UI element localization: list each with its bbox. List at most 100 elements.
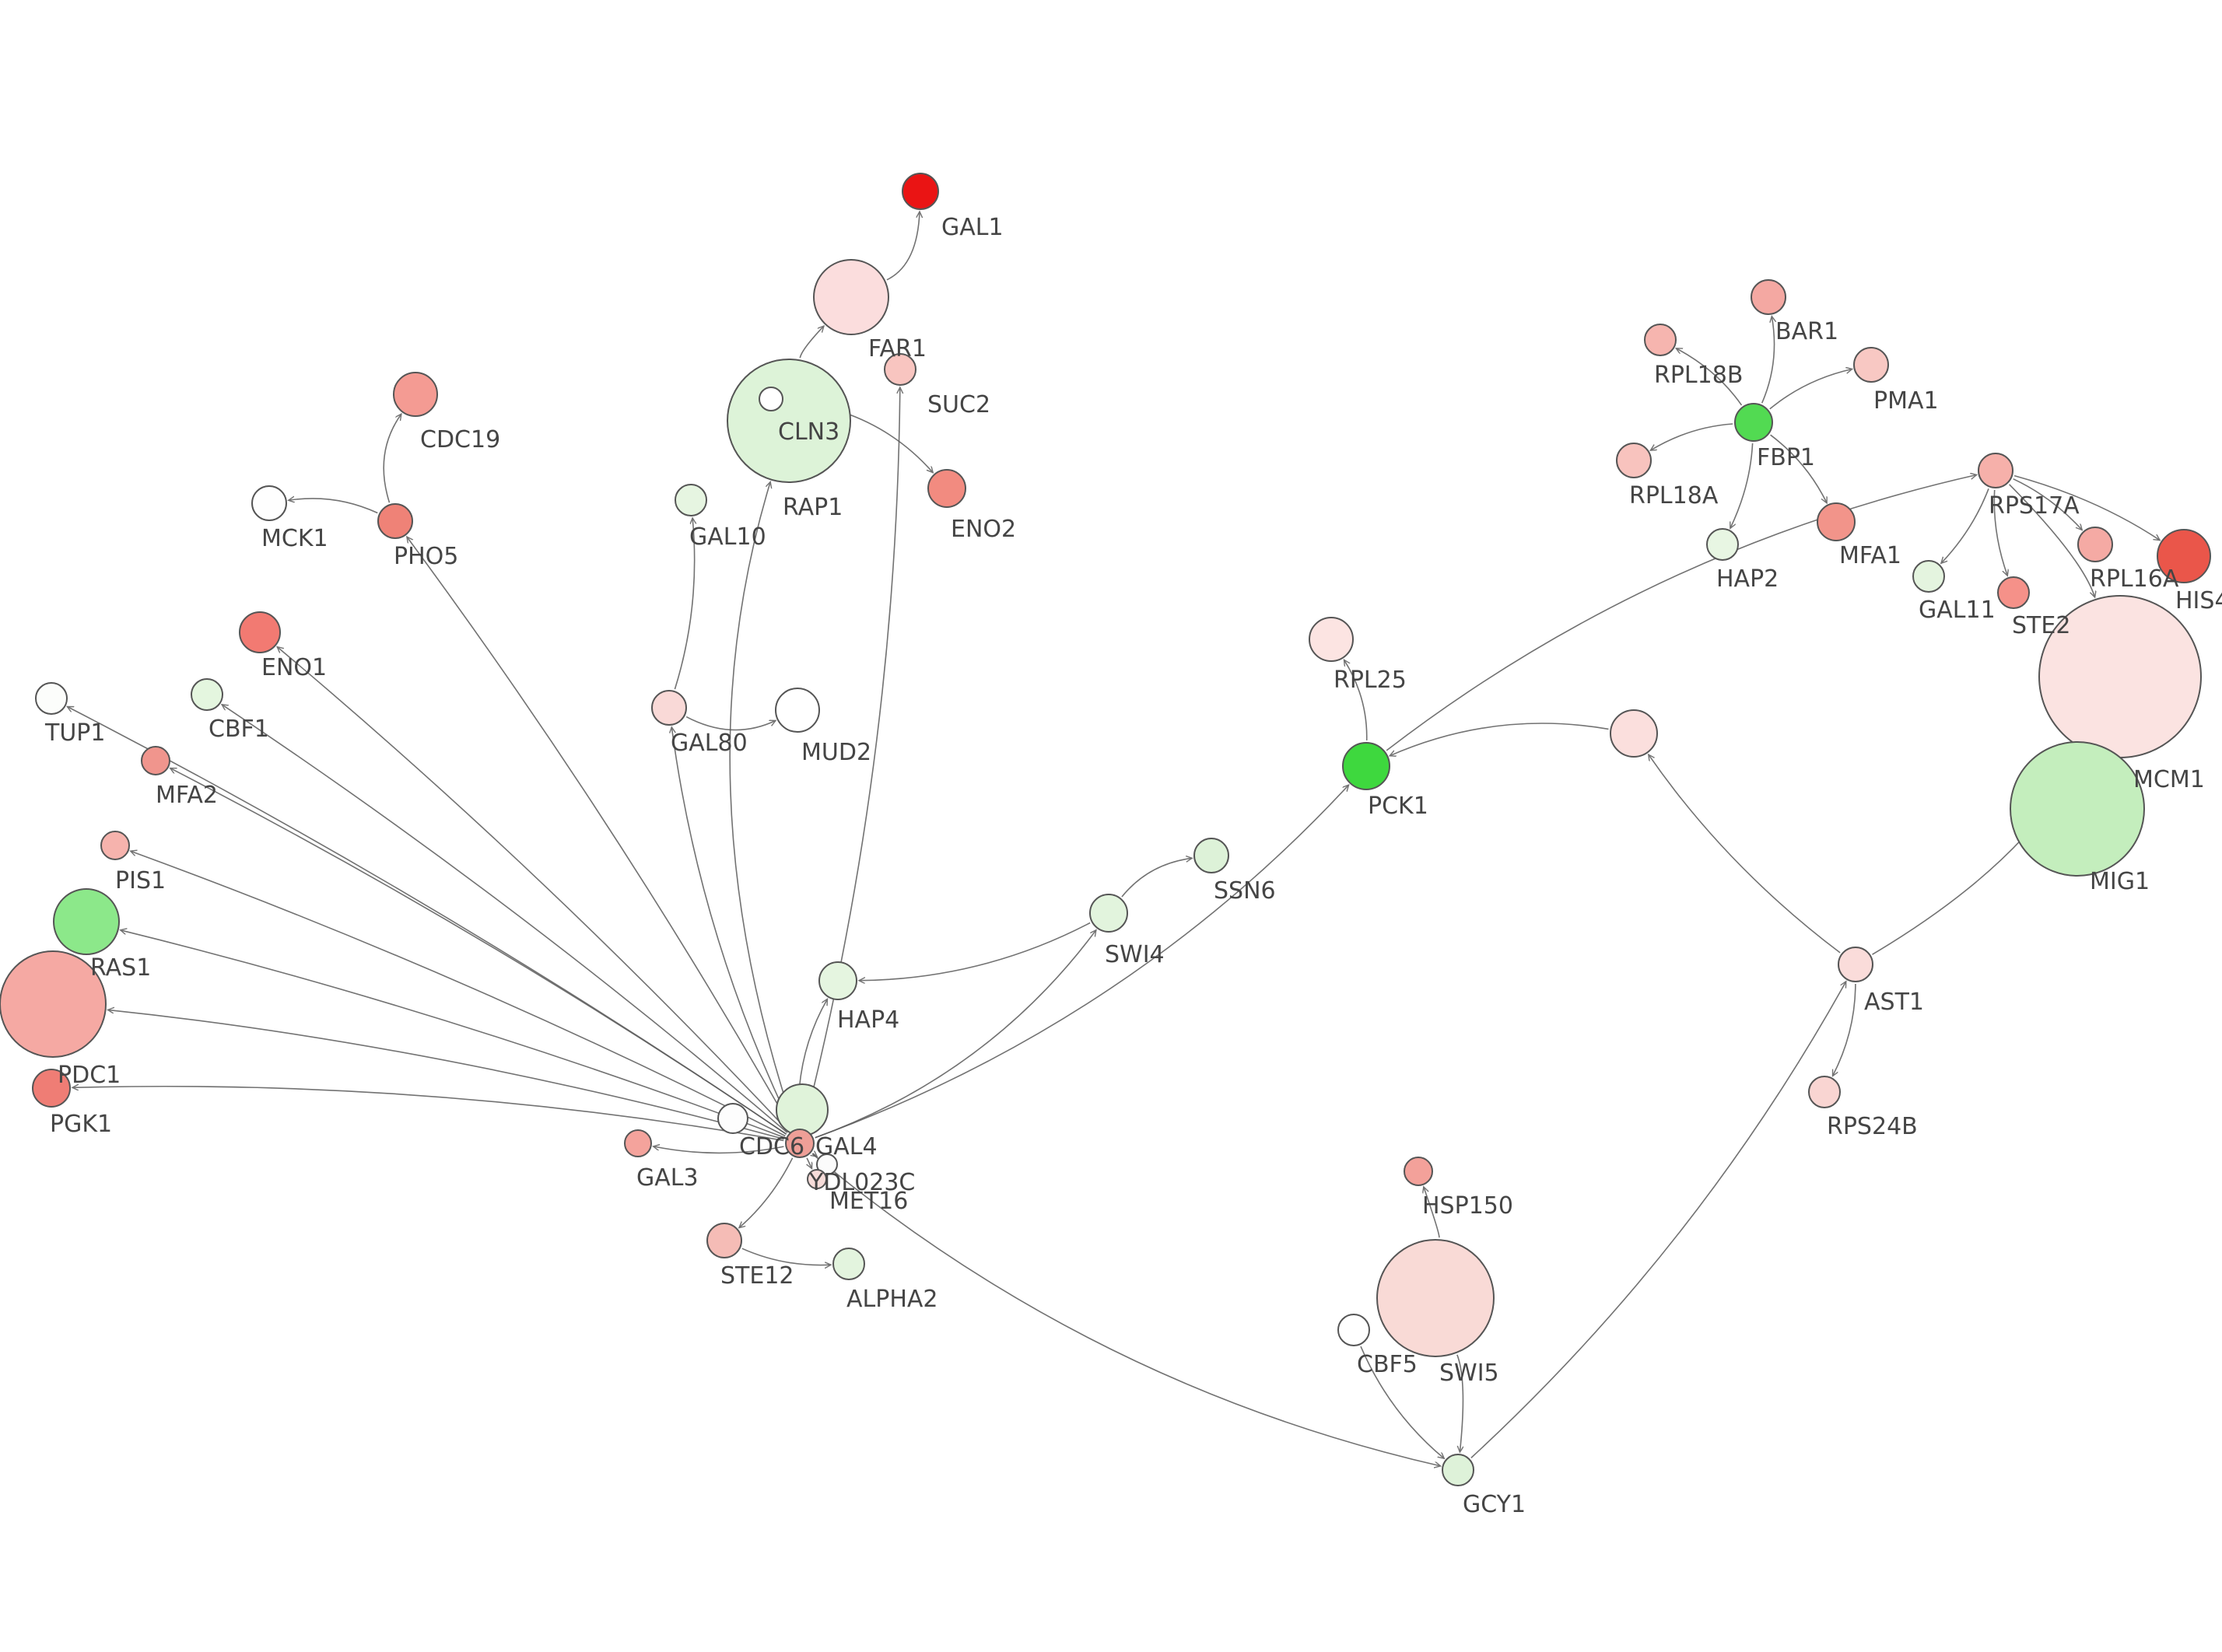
- node-label-ydl023c: YDL023C: [808, 1169, 915, 1196]
- node-label-cbf5: CBF5: [1357, 1351, 1418, 1378]
- node-mck1[interactable]: [251, 485, 287, 521]
- node-alpha2[interactable]: [832, 1248, 865, 1280]
- node-suc2[interactable]: [884, 353, 916, 386]
- node-hsp150[interactable]: [1404, 1157, 1433, 1186]
- node-label-pck1: PCK1: [1368, 793, 1428, 820]
- edge-swi5-gcy1: [1456, 1354, 1464, 1452]
- node-pdc1[interactable]: [0, 950, 107, 1058]
- node-hap2[interactable]: [1706, 528, 1739, 561]
- node-gal3[interactable]: [624, 1129, 652, 1157]
- node-cdc19[interactable]: [393, 372, 438, 417]
- edge-fbp1-hap2: [1730, 443, 1754, 528]
- edges-layer: [67, 212, 2160, 1466]
- node-ras1[interactable]: [53, 888, 120, 955]
- node-label-mfa1: MFA1: [1839, 542, 1901, 569]
- node-pho5[interactable]: [377, 503, 413, 539]
- node-gal10[interactable]: [675, 484, 707, 516]
- node-gal1[interactable]: [902, 173, 939, 210]
- node-label-rap1: RAP1: [783, 494, 843, 521]
- node-hap4[interactable]: [818, 961, 857, 1000]
- node-mig1[interactable]: [2010, 741, 2145, 877]
- node-label-pgk1: PGK1: [50, 1111, 112, 1138]
- node-pgk1[interactable]: [32, 1069, 71, 1108]
- node-ast1[interactable]: [1838, 947, 1873, 982]
- node-eno1[interactable]: [239, 611, 281, 653]
- node-n1[interactable]: [1610, 709, 1658, 758]
- edge-gal4-suc2: [803, 387, 900, 1128]
- node-gal4[interactable]: [785, 1129, 815, 1158]
- node-n2[interactable]: [717, 1103, 748, 1134]
- edge-ste12-alpha2: [741, 1248, 831, 1265]
- edge-pck1-rps17a: [1386, 475, 1976, 751]
- edge-cln3-far1: [799, 326, 824, 359]
- node-rpl18a[interactable]: [1616, 443, 1652, 478]
- edge-pho5-mck1: [289, 499, 378, 514]
- node-label-tup1: TUP1: [44, 719, 105, 747]
- node-mfa1[interactable]: [1817, 502, 1856, 541]
- node-rpl18b[interactable]: [1644, 324, 1677, 356]
- node-ste12[interactable]: [706, 1223, 742, 1258]
- edge-pck1-rpl25: [1344, 660, 1368, 741]
- node-label-rpl18b: RPL18B: [1654, 362, 1743, 389]
- edge-rps17a-gal11: [1941, 488, 1989, 563]
- node-rpl25[interactable]: [1309, 617, 1354, 662]
- node-mud2[interactable]: [775, 688, 820, 733]
- node-label-pma1: PMA1: [1873, 387, 1939, 415]
- node-rps24b[interactable]: [1808, 1076, 1841, 1108]
- node-label-ssn6: SSN6: [1214, 877, 1276, 905]
- edge-gal4-gcy1: [811, 1153, 1441, 1466]
- node-far1[interactable]: [813, 259, 889, 335]
- edge-gal4-ydl023c: [813, 1153, 818, 1157]
- node-pis1[interactable]: [100, 831, 130, 860]
- edge-gal4-cbf1: [222, 705, 788, 1133]
- node-gcy1[interactable]: [1442, 1454, 1474, 1486]
- edge-ast1-n1: [1649, 754, 1841, 954]
- node-cbf5[interactable]: [1337, 1314, 1370, 1346]
- node-label-rpl16a: RPL16A: [2090, 565, 2179, 593]
- node-bar1[interactable]: [1751, 279, 1786, 315]
- node-rps17a[interactable]: [1978, 453, 2013, 488]
- node-rap1[interactable]: [759, 387, 783, 411]
- node-label-gal11: GAL11: [1919, 597, 1996, 624]
- node-label-ste12: STE12: [720, 1262, 794, 1290]
- node-label-ste2: STE2: [2012, 612, 2070, 639]
- node-ste2[interactable]: [1997, 576, 2030, 609]
- node-eno2[interactable]: [927, 469, 966, 508]
- node-cdc6[interactable]: [776, 1083, 829, 1136]
- edge-swi4-hap4: [859, 922, 1091, 981]
- node-label-fbp1: FBP1: [1757, 444, 1815, 471]
- node-label-gal3: GAL3: [636, 1164, 699, 1192]
- edge-pho5-cdc19: [383, 414, 401, 503]
- node-his4[interactable]: [2157, 529, 2211, 583]
- node-label-pho5: PHO5: [394, 543, 458, 570]
- edge-swi5-hsp150: [1424, 1187, 1440, 1238]
- node-swi5[interactable]: [1376, 1239, 1495, 1357]
- node-label-rpl18a: RPL18A: [1629, 482, 1719, 509]
- node-cln3[interactable]: [727, 359, 851, 483]
- node-swi4[interactable]: [1089, 894, 1128, 933]
- node-ssn6[interactable]: [1193, 838, 1229, 873]
- node-rpl16a[interactable]: [2077, 527, 2113, 562]
- node-label-suc2: SUC2: [927, 391, 990, 418]
- node-label-ras1: RAS1: [90, 954, 151, 982]
- node-pck1[interactable]: [1342, 742, 1390, 790]
- edge-gcy1-ast1: [1470, 982, 1846, 1458]
- edge-fbp1-rpl18b: [1676, 348, 1743, 406]
- node-fbp1[interactable]: [1734, 403, 1773, 442]
- node-label-mcm1: MCM1: [2133, 766, 2205, 793]
- node-ydl023c[interactable]: [816, 1153, 838, 1175]
- edge-gal4-mfa2: [170, 768, 787, 1135]
- node-cbf1[interactable]: [191, 678, 223, 711]
- node-gal11[interactable]: [1912, 560, 1945, 593]
- node-gal80[interactable]: [651, 690, 687, 726]
- node-pma1[interactable]: [1853, 347, 1889, 383]
- edge-gal4-pdc1: [108, 1010, 784, 1140]
- node-label-mud2: MUD2: [801, 739, 871, 766]
- node-label-cbf1: CBF1: [209, 716, 269, 743]
- node-label-swi5: SWI5: [1439, 1360, 1499, 1387]
- node-mfa2[interactable]: [141, 746, 170, 775]
- node-label-gal80: GAL80: [671, 730, 748, 757]
- edge-ast1-rps24b: [1833, 983, 1856, 1076]
- node-met16[interactable]: [807, 1169, 827, 1189]
- node-tup1[interactable]: [35, 682, 68, 715]
